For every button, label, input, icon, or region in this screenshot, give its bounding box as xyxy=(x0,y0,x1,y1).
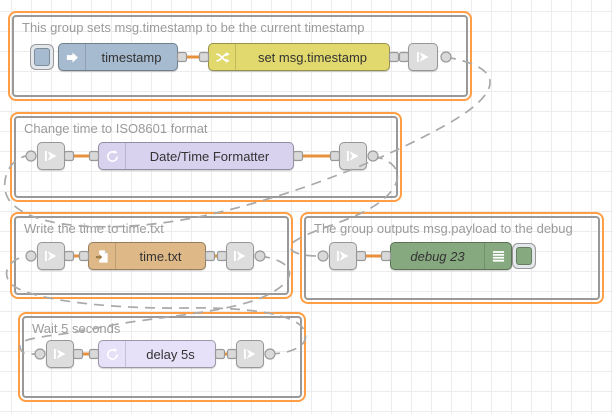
node-label: delay 5s xyxy=(126,347,215,362)
node-link-in-3[interactable] xyxy=(37,242,65,270)
group-title: Change time to ISO8601 format xyxy=(24,121,208,136)
link-in-icon xyxy=(52,346,68,362)
node-link-out-2[interactable] xyxy=(339,142,367,170)
link-out-icon xyxy=(345,148,361,164)
node-link-out-1[interactable] xyxy=(408,43,438,71)
debug-toggle-button[interactable] xyxy=(512,243,536,269)
file-write-icon xyxy=(89,243,116,269)
inject-button-face xyxy=(34,48,50,66)
inject-button[interactable] xyxy=(30,44,54,70)
link-out-icon xyxy=(232,248,248,264)
node-link-out-5[interactable] xyxy=(236,340,264,368)
node-label: Date/Time Formatter xyxy=(126,149,293,164)
link-in-icon xyxy=(43,248,59,264)
node-ports[interactable] xyxy=(65,53,409,359)
node-label: timestamp xyxy=(86,50,177,65)
debug-list-icon xyxy=(484,243,511,269)
link-in-icon xyxy=(335,248,351,264)
node-datetime-formatter[interactable]: Date/Time Formatter xyxy=(98,142,294,170)
inject-arrow-icon xyxy=(59,44,86,70)
node-label: time.txt xyxy=(116,249,205,264)
link-in-icon xyxy=(43,148,59,164)
node-link-in-2[interactable] xyxy=(37,142,65,170)
node-link-out-3[interactable] xyxy=(226,242,254,270)
group-title: This group sets msg.timestamp to be the … xyxy=(22,20,364,35)
debug-toggle-face xyxy=(516,247,532,265)
link-ports[interactable] xyxy=(26,52,451,359)
node-debug-23[interactable]: debug 23 xyxy=(390,242,512,270)
node-inject-timestamp[interactable]: timestamp xyxy=(58,43,178,71)
node-label: set msg.timestamp xyxy=(236,50,389,65)
node-link-in-4[interactable] xyxy=(329,242,357,270)
timer-icon xyxy=(99,341,126,367)
node-delay-5s[interactable]: delay 5s xyxy=(98,340,216,368)
link-out-icon xyxy=(242,346,258,362)
link-out-icon xyxy=(415,49,431,65)
shuffle-icon xyxy=(209,44,236,70)
node-change-set-timestamp[interactable]: set msg.timestamp xyxy=(208,43,390,71)
group-title: Wait 5 seconds xyxy=(32,321,120,336)
node-file-time-txt[interactable]: time.txt xyxy=(88,242,206,270)
node-link-in-5[interactable] xyxy=(46,340,74,368)
node-label: debug 23 xyxy=(391,249,484,264)
group-title: Write the time to time.txt xyxy=(24,221,164,236)
timer-icon xyxy=(99,143,126,169)
group-title: The group outputs msg.payload to the deb… xyxy=(314,221,573,236)
